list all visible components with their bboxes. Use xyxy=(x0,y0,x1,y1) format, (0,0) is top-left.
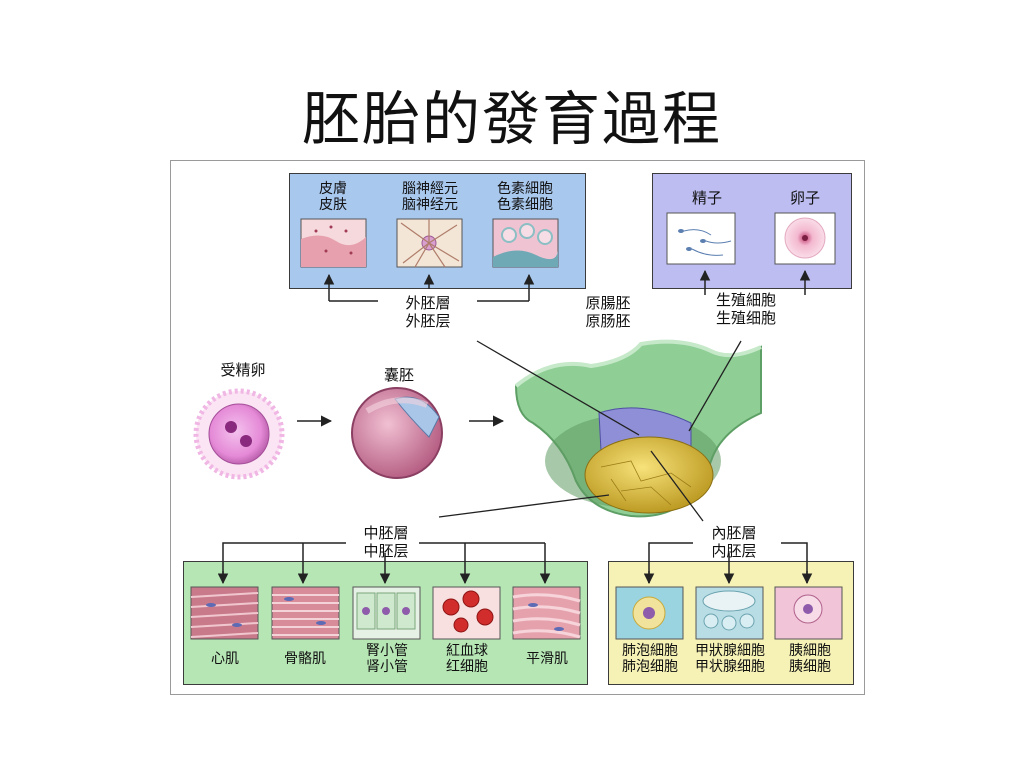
neuron-cell-image xyxy=(396,218,463,268)
egg-cell-image xyxy=(774,212,836,265)
egg-label: 卵子 xyxy=(789,189,820,207)
zygote-image xyxy=(193,388,285,480)
sperm-label: 精子 xyxy=(691,189,722,207)
blastocyst-image xyxy=(351,387,443,479)
smooth-muscle-image xyxy=(512,586,581,640)
pigment-cell-image xyxy=(492,218,559,268)
thyroid-cell-label: 甲狀腺細胞 甲状腺细胞 xyxy=(695,643,765,675)
cardiac-muscle-image xyxy=(190,586,259,640)
sperm-image xyxy=(666,212,736,265)
embryo-development-diagram: 皮膚 皮肤 腦神經元 脑神经元 色素細胞 色素细胞 精子 卵子 外胚層 外胚层 … xyxy=(170,160,865,695)
pancreatic-cell-label: 胰細胞 胰细胞 xyxy=(789,643,831,675)
ectoderm-pointer-line xyxy=(476,340,640,436)
thyroid-cell-image xyxy=(695,586,764,640)
pigment-cell-label: 色素細胞 色素细胞 xyxy=(497,181,553,213)
gastrula-image xyxy=(514,339,762,518)
endoderm-connector xyxy=(643,542,813,585)
pancreatic-cell-image xyxy=(774,586,843,640)
gastrula-label: 原腸胚 原肠胚 xyxy=(585,294,631,330)
germ-cells-label: 生殖細胞 生殖细胞 xyxy=(715,291,776,327)
alveolar-cell-image xyxy=(615,586,684,640)
skeletal-muscle-image xyxy=(271,586,340,640)
neuron-label: 腦神經元 脑神经元 xyxy=(402,181,458,213)
skeletal-muscle-label: 骨骼肌 xyxy=(284,651,326,667)
mesoderm-label: 中胚層 中胚层 xyxy=(363,524,409,560)
ectoderm-label: 外胚層 外胚层 xyxy=(405,294,451,330)
alveolar-cell-label: 肺泡細胞 肺泡细胞 xyxy=(622,643,678,675)
germ-connector xyxy=(699,269,811,295)
kidney-tubule-label: 腎小管 肾小管 xyxy=(366,643,408,675)
red-blood-cell-image xyxy=(432,586,501,640)
endoderm-pointer-line xyxy=(650,450,704,522)
cardiac-muscle-label: 心肌 xyxy=(211,651,239,667)
smooth-muscle-label: 平滑肌 xyxy=(526,651,568,667)
zygote-label: 受精卵 xyxy=(220,361,266,379)
blastocyst-label: 囊胚 xyxy=(383,366,414,384)
skin-label: 皮膚 皮肤 xyxy=(319,181,347,213)
germ-cell-pointer-line xyxy=(688,340,742,432)
ectoderm-connector xyxy=(323,273,535,302)
mesoderm-connector xyxy=(217,542,551,585)
endoderm-label: 內胚層 内胚层 xyxy=(711,524,757,560)
skin-cell-image xyxy=(300,218,367,268)
diagram-artwork xyxy=(190,212,843,640)
red-blood-cell-label: 紅血球 红细胞 xyxy=(446,643,488,675)
mesoderm-pointer-line xyxy=(438,494,610,518)
kidney-tubule-image xyxy=(352,586,421,640)
slide-title: 胚胎的發育過程 xyxy=(301,85,722,153)
